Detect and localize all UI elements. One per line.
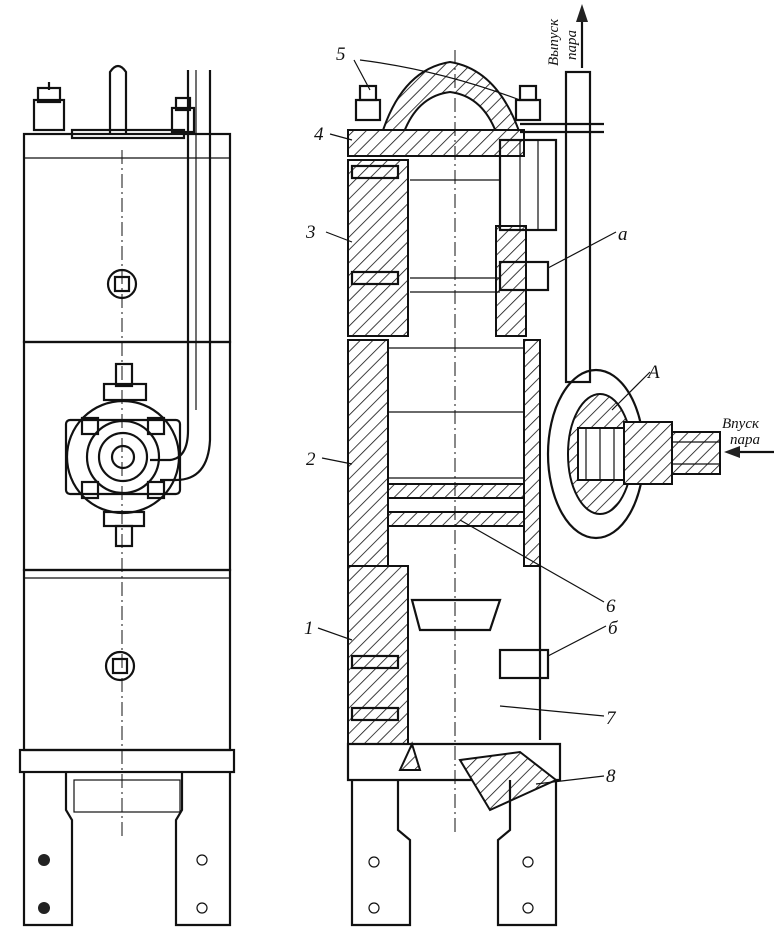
label-b: б — [608, 618, 619, 639]
bolt-hole — [196, 854, 208, 866]
top-flange — [347, 129, 525, 157]
top-rod — [108, 64, 128, 134]
steam-in-label-2: пара — [730, 432, 760, 448]
leg-left — [22, 772, 74, 927]
upper-block — [22, 132, 232, 344]
steam-out-label-2: пара — [564, 30, 580, 60]
spring-a — [498, 260, 550, 292]
top-nut-right — [170, 96, 196, 134]
valve-flange — [64, 362, 182, 548]
leg-right — [174, 772, 232, 927]
bolt-hole — [38, 854, 50, 866]
plate-6 — [387, 483, 525, 499]
label-A: А — [646, 362, 660, 383]
middle-wall-left — [347, 339, 389, 567]
inlet-valve-A — [546, 368, 721, 540]
front-view — [18, 64, 236, 927]
upper-wall-left — [347, 159, 409, 337]
steam-in-label-1: Впуск — [722, 416, 760, 432]
cap-nut-right — [514, 84, 542, 122]
label-2: 2 — [306, 449, 316, 470]
steam-pipe-side — [150, 70, 190, 462]
middle-wall-right — [523, 339, 541, 567]
label-4: 4 — [314, 124, 324, 145]
label-8: 8 — [606, 766, 616, 787]
top-nut-left — [32, 82, 66, 132]
spring-b — [498, 648, 550, 680]
base-plate — [18, 748, 236, 774]
label-1: 1 — [304, 618, 314, 639]
bolt-hole — [196, 902, 208, 914]
steam-out-label-1: Выпуск — [546, 18, 562, 66]
section-view — [317, 4, 774, 927]
bolt-hole — [38, 902, 50, 914]
inlet-nozzle — [671, 431, 721, 475]
exhaust-pipe — [564, 70, 592, 384]
section-leg-right — [496, 780, 558, 927]
cap-nut-left — [354, 84, 382, 122]
label-3: 3 — [305, 222, 316, 243]
middle-block — [22, 340, 232, 572]
label-5: 5 — [336, 44, 346, 65]
label-a: а — [618, 224, 628, 245]
bottom-block-8 — [458, 750, 558, 812]
port-lower — [104, 650, 136, 682]
section-leg-left — [350, 780, 412, 927]
label-7: 7 — [606, 708, 617, 729]
label-6: 6 — [606, 596, 616, 617]
